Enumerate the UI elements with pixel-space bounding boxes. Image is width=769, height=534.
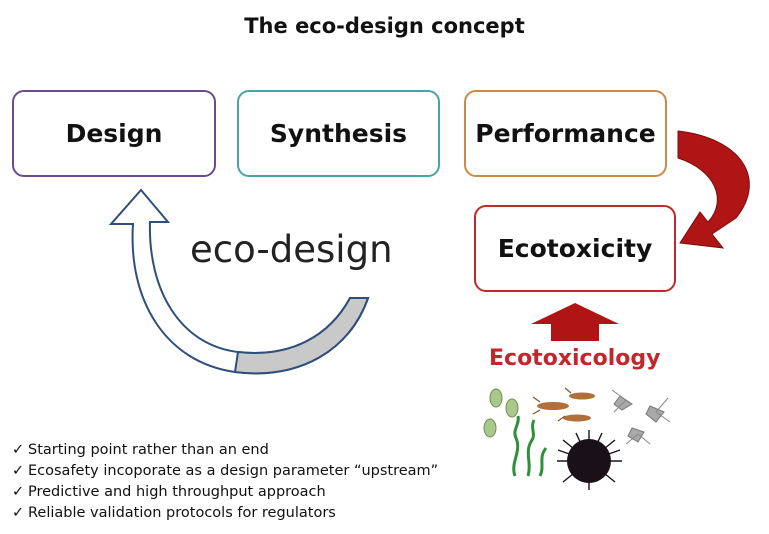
design-box: Design	[12, 90, 216, 177]
ecotoxicity-box: Ecotoxicity	[474, 205, 676, 292]
ecotoxicity-label: Ecotoxicity	[497, 234, 653, 263]
check-icon: ✓	[12, 463, 25, 479]
bullet-item: ✓Starting point rather than an end	[12, 440, 438, 461]
synthesis-box: Synthesis	[237, 90, 440, 177]
bullet-item: ✓Reliable validation protocols for regul…	[12, 503, 438, 524]
bullet-text: Starting point rather than an end	[28, 442, 269, 458]
up-arrow-icon	[531, 303, 619, 341]
performance-label: Performance	[475, 119, 656, 148]
diagram-title: The eco-design concept	[244, 14, 525, 38]
organisms-illustration	[483, 387, 671, 490]
check-icon: ✓	[12, 442, 25, 458]
bullet-item: ✓Predictive and high throughput approach	[12, 482, 438, 503]
bullet-text: Ecosafety incoporate as a design paramet…	[28, 463, 439, 479]
eco-design-label: eco-design	[190, 228, 393, 271]
bullet-text: Reliable validation protocols for regula…	[28, 505, 336, 521]
synthesis-label: Synthesis	[269, 119, 408, 148]
performance-box: Performance	[464, 90, 667, 177]
sea-urchin	[557, 430, 622, 490]
curved-red-arrow-icon	[677, 130, 750, 249]
bullet-text: Predictive and high throughput approach	[28, 484, 326, 500]
check-icon: ✓	[12, 484, 25, 500]
check-icon: ✓	[12, 505, 25, 521]
bullet-list: ✓Starting point rather than an end ✓Ecos…	[12, 440, 438, 524]
design-label: Design	[65, 119, 163, 148]
ecotoxicology-label: Ecotoxicology	[489, 346, 661, 371]
bullet-item: ✓Ecosafety incoporate as a design parame…	[12, 461, 438, 482]
cycle-arrow-icon	[108, 188, 370, 375]
